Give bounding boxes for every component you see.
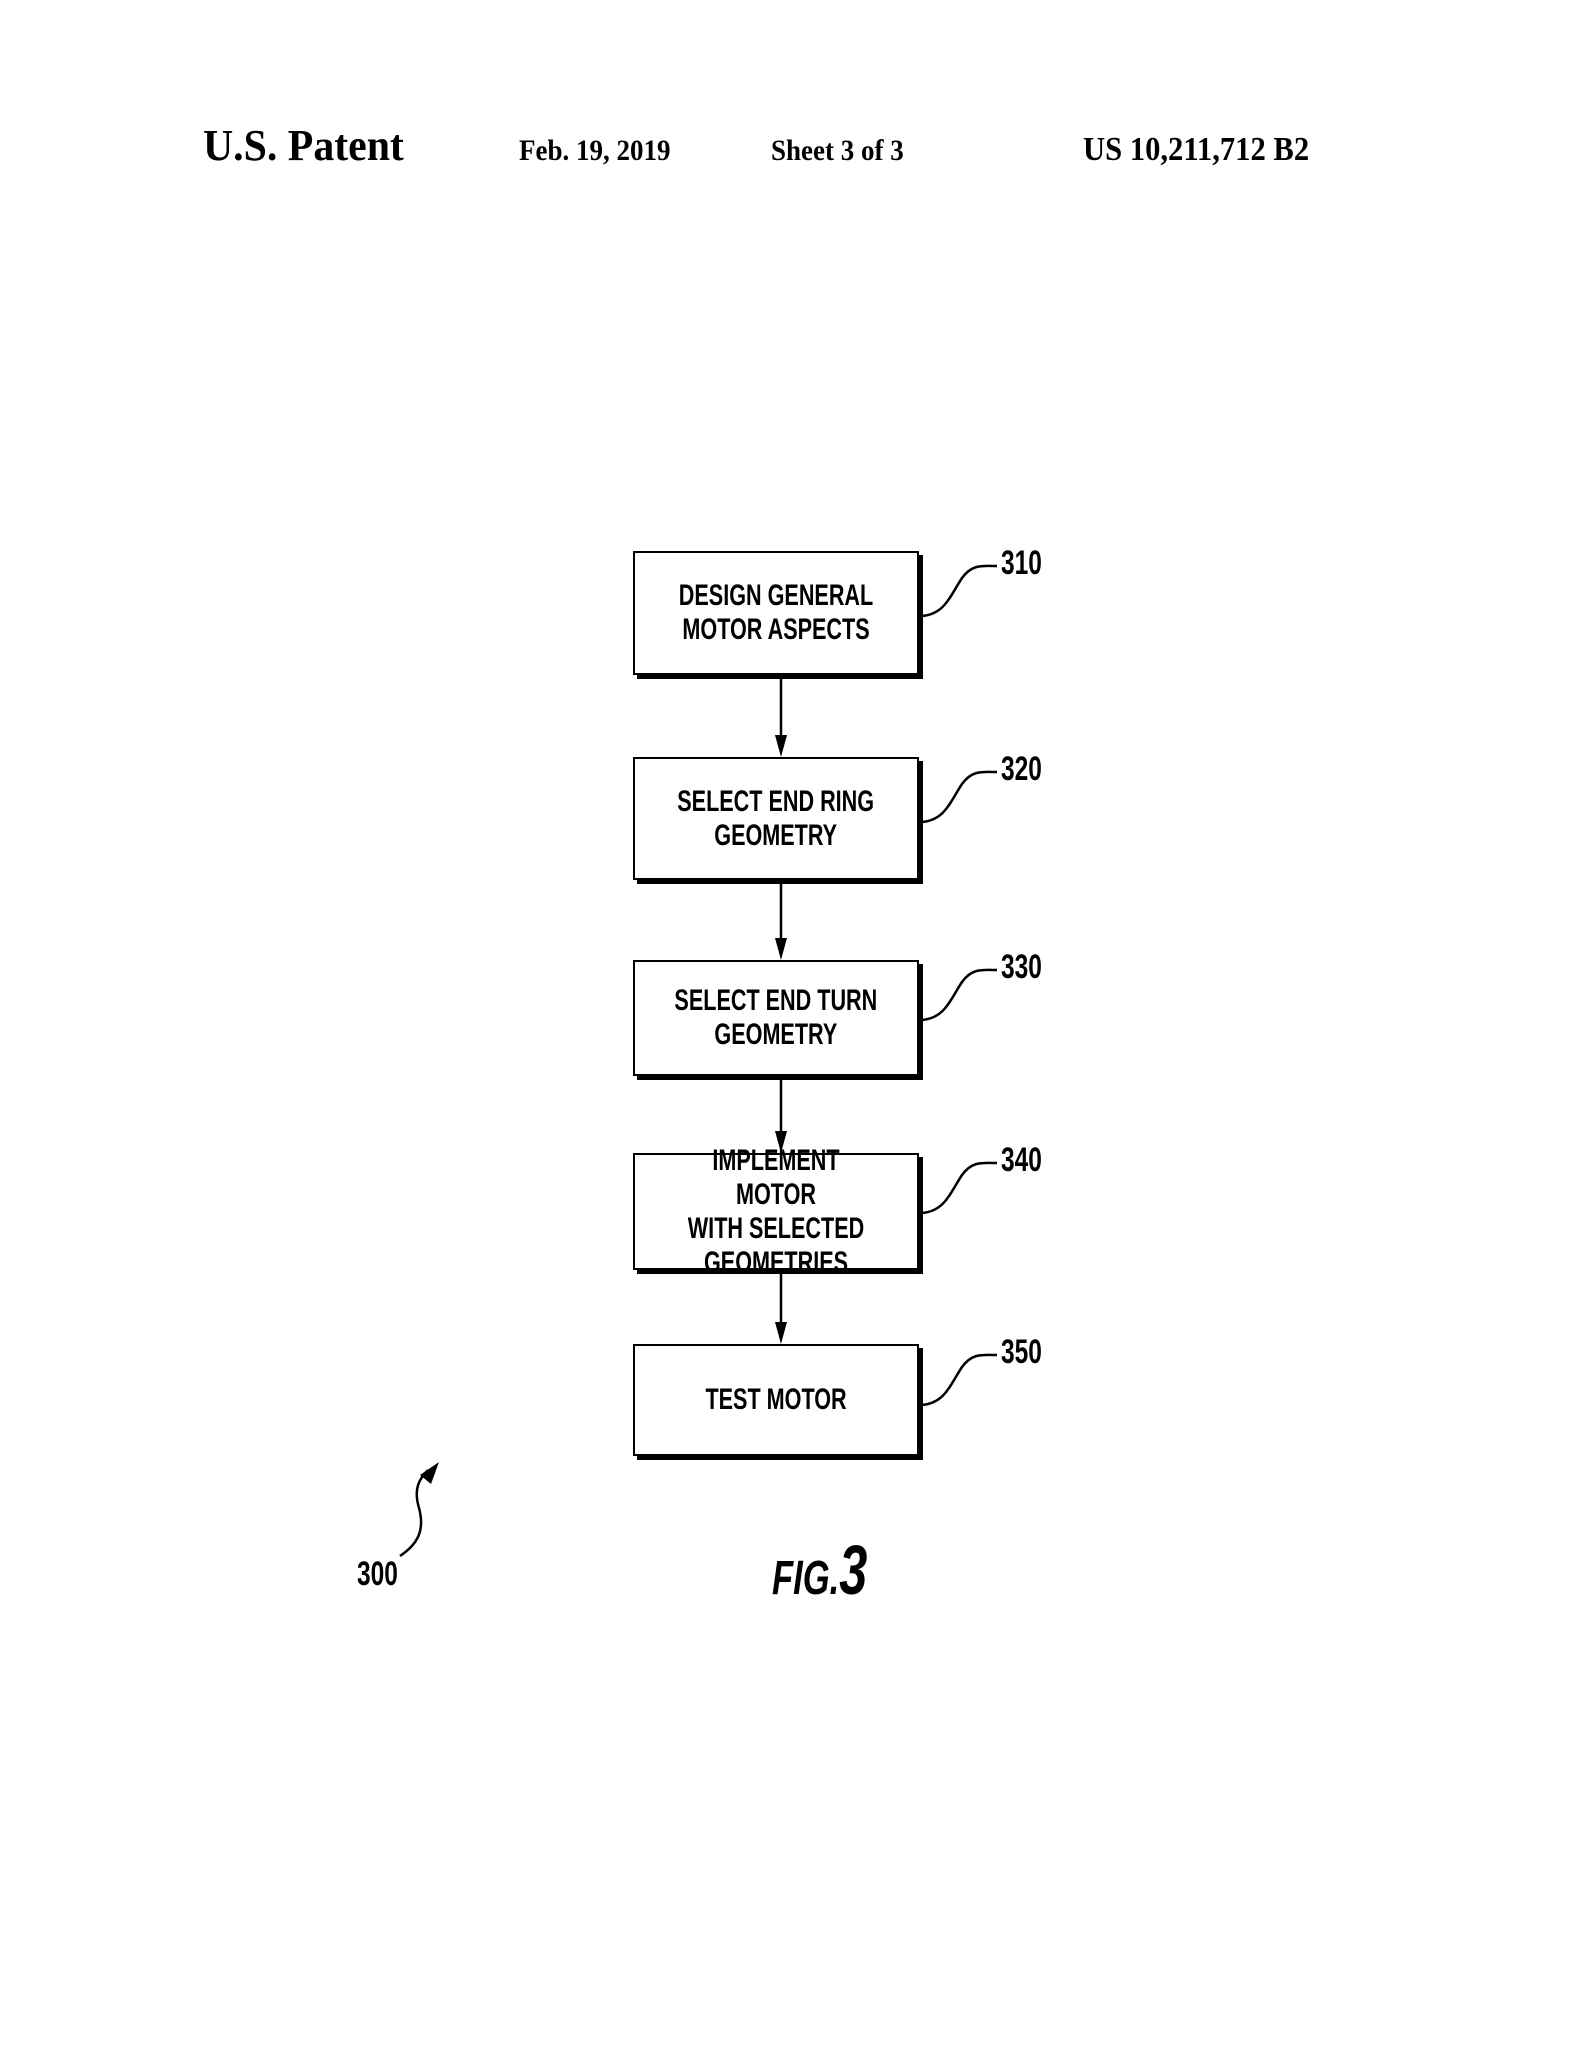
- arrowhead-330-340: [775, 1131, 787, 1153]
- leader-310: [921, 564, 998, 618]
- step-330-box: SELECT END TURN GEOMETRY: [633, 960, 919, 1076]
- step-340-label: IMPLEMENT MOTOR WITH SELECTED GEOMETRIES: [687, 1143, 865, 1279]
- arrowhead-320-330: [775, 938, 787, 960]
- reference-leaders: [399, 564, 998, 1558]
- step-350-label: TEST MOTOR: [705, 1383, 847, 1416]
- patent-date: Feb. 19, 2019: [519, 134, 671, 167]
- flow-arrows: [775, 674, 787, 1344]
- step-320-box: SELECT END RING GEOMETRY: [633, 757, 919, 880]
- step-340-box: IMPLEMENT MOTOR WITH SELECTED GEOMETRIES: [633, 1144, 919, 1279]
- arrowhead-300: [420, 1462, 439, 1484]
- leader-300: [399, 1469, 429, 1558]
- arrowhead-310-320: [775, 735, 787, 757]
- step-310-ref: 310: [1001, 544, 1042, 582]
- figure-caption-number: 3: [839, 1531, 868, 1609]
- figure-caption-prefix: FIG.: [772, 1552, 840, 1605]
- step-350-ref: 350: [1001, 1333, 1042, 1371]
- arrowhead-340-350: [775, 1322, 787, 1344]
- sheet-number: Sheet 3 of 3: [771, 134, 904, 167]
- step-310-box: DESIGN GENERAL MOTOR ASPECTS: [633, 551, 919, 675]
- step-320-ref: 320: [1001, 750, 1042, 788]
- step-350-box: TEST MOTOR: [633, 1344, 919, 1456]
- step-330-label: SELECT END TURN GEOMETRY: [674, 984, 878, 1051]
- leader-340: [921, 1161, 998, 1215]
- step-330-ref: 330: [1001, 948, 1042, 986]
- leader-320: [921, 770, 998, 824]
- patent-title: U.S. Patent: [203, 121, 404, 170]
- figure-caption: FIG.3: [772, 1530, 867, 1610]
- step-340-ref: 340: [1001, 1141, 1042, 1179]
- leader-350: [921, 1353, 998, 1407]
- step-310-label: DESIGN GENERAL MOTOR ASPECTS: [678, 579, 874, 646]
- patent-number: US 10,211,712 B2: [1083, 131, 1310, 168]
- leader-330: [921, 968, 998, 1022]
- figure-ref-300: 300: [357, 1555, 398, 1593]
- step-320-label: SELECT END RING GEOMETRY: [677, 784, 875, 852]
